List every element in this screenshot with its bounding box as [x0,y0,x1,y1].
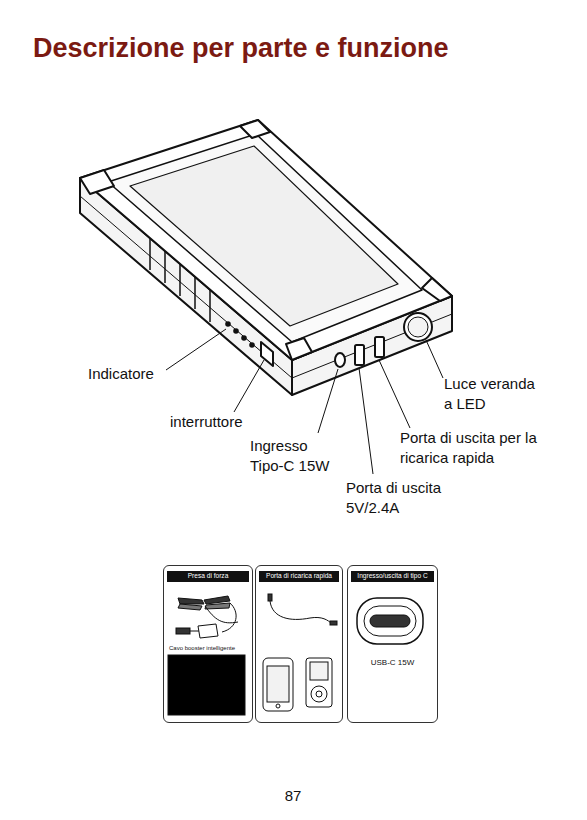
part-label: interruttore [170,412,280,432]
feature-panel: Presa di forzaCavo booster intelligente [163,565,253,723]
part-label: Porta di uscita per la ricarica rapida [400,428,568,467]
feature-panel: Ingresso/uscita di tipo C USB-C 15W [347,565,438,723]
panel-header: Porta di ricarica rapida [259,571,339,582]
caption-text: Cavo booster intelligente [166,645,250,651]
panel-header: Presa di forza [167,571,249,582]
page-title: Descrizione per parte e funzione [33,33,449,64]
feature-panel: Porta di ricarica rapida [255,565,343,723]
page-number: 87 [273,786,313,806]
panel-header: Ingresso/uscita di tipo C [351,571,434,582]
part-label: Ingresso Tipo-C 15W [250,436,342,475]
part-label: Luce veranda a LED [444,374,540,413]
port-label: USB-C 15W [350,658,435,667]
part-label: Porta di uscita 5V/2.4A [346,478,468,517]
part-label: Indicatore [88,364,178,384]
